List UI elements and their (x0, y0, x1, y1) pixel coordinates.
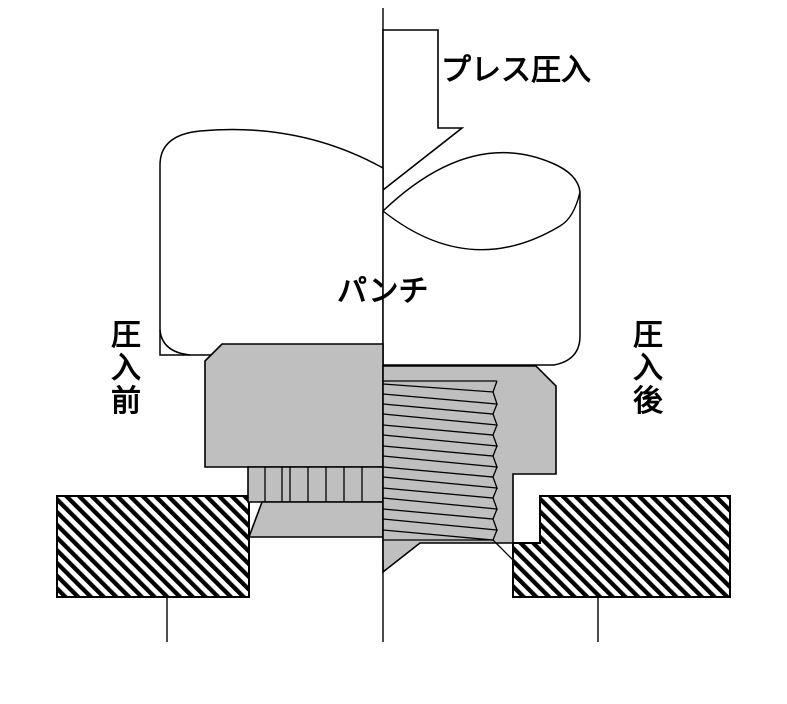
sheet-metal-plate-right (512, 495, 731, 598)
press-fit-nut-left (204, 343, 384, 538)
after-label-char-1: 圧 (633, 318, 663, 353)
after-label-char-2: 入 (633, 351, 663, 386)
press-fit-label: プレス圧入 (441, 53, 591, 88)
before-label-char-3: 前 (111, 384, 141, 419)
before-label-char-2: 入 (111, 351, 141, 386)
punch-left-bottom-round (159, 329, 191, 356)
punch-label: パンチ (337, 274, 429, 309)
press-fit-nut-right (382, 365, 557, 574)
press-force-arrow (382, 29, 465, 192)
before-label-char-1: 圧 (111, 318, 141, 353)
after-label-char-3: 後 (633, 384, 664, 419)
after-press-fit-label: 圧 入 後 (633, 318, 664, 419)
punch-top-ellipse-arc (382, 191, 581, 251)
sheet-metal-plate-left (56, 495, 250, 598)
punch-right-body (382, 151, 581, 366)
internal-thread (382, 380, 514, 561)
punch-left-body (159, 128, 384, 356)
before-press-fit-label: 圧 入 前 (111, 318, 141, 419)
